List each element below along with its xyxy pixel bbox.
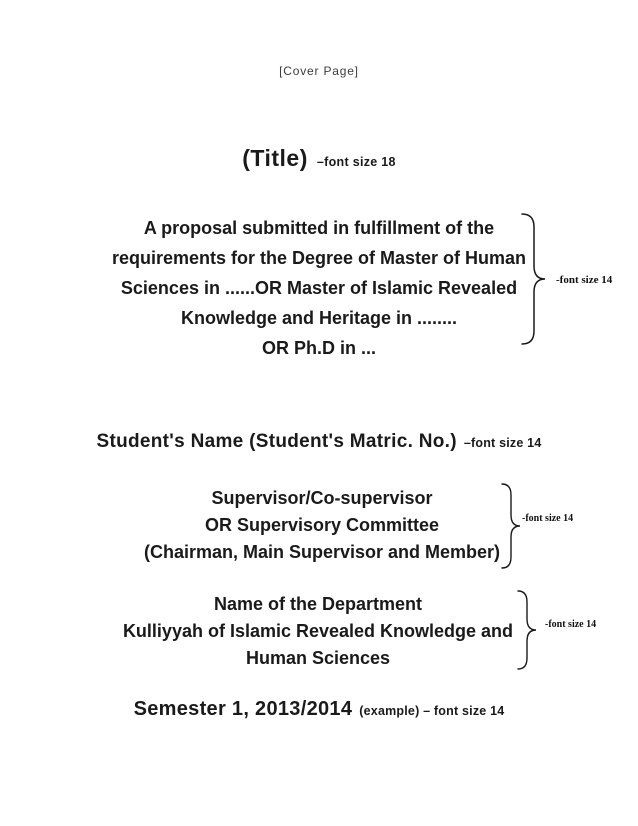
department-line: Kulliyyah of Islamic Revealed Knowledge …	[122, 621, 514, 641]
curly-brace-icon	[521, 213, 546, 345]
proposal-line: Sciences in ......OR Master of Islamic R…	[120, 278, 518, 298]
student-font-annotation: –font size 14	[463, 436, 542, 450]
semester-placeholder: Semester 1, 2013/2014	[133, 698, 353, 720]
proposal-line: requirements for the Degree of Master of…	[111, 248, 527, 268]
title-line: (Title) –font size 18	[0, 145, 638, 172]
proposal-statement-block: A proposal submitted in fulfillment of t…	[89, 213, 549, 363]
proposal-line: OR Ph.D in ...	[261, 338, 376, 358]
department-block: Name of the Department Kulliyyah of Isla…	[88, 591, 548, 672]
curly-brace-icon	[517, 590, 537, 670]
supervisor-line: Supervisor/Co-supervisor	[211, 488, 433, 508]
semester-font-annotation: (example) – font size 14	[359, 704, 505, 718]
department-line: Human Sciences	[245, 648, 391, 668]
department-line: Name of the Department	[213, 594, 423, 614]
supervisor-block: Supervisor/Co-supervisor OR Supervisory …	[104, 485, 540, 566]
proposal-line: A proposal submitted in fulfillment of t…	[143, 218, 495, 238]
supervisor-line: OR Supervisory Committee	[204, 515, 440, 535]
title-placeholder: (Title)	[242, 145, 308, 171]
supervisor-font-annotation: -font size 14	[522, 513, 574, 524]
student-name-line: Student's Name (Student's Matric. No.) –f…	[0, 431, 638, 453]
proposal-line: Knowledge and Heritage in ........	[180, 308, 458, 328]
proposal-font-annotation: -font size 14	[556, 274, 613, 286]
curly-brace-icon	[501, 483, 521, 569]
semester-line: Semester 1, 2013/2014 (example) – font si…	[0, 698, 638, 721]
title-font-annotation: –font size 18	[316, 155, 396, 169]
department-font-annotation: -font size 14	[545, 619, 597, 630]
cover-page-label: [Cover Page]	[279, 64, 359, 78]
student-name-placeholder: Student's Name (Student's Matric. No.)	[96, 431, 457, 452]
supervisor-line: (Chairman, Main Supervisor and Member)	[143, 542, 501, 562]
